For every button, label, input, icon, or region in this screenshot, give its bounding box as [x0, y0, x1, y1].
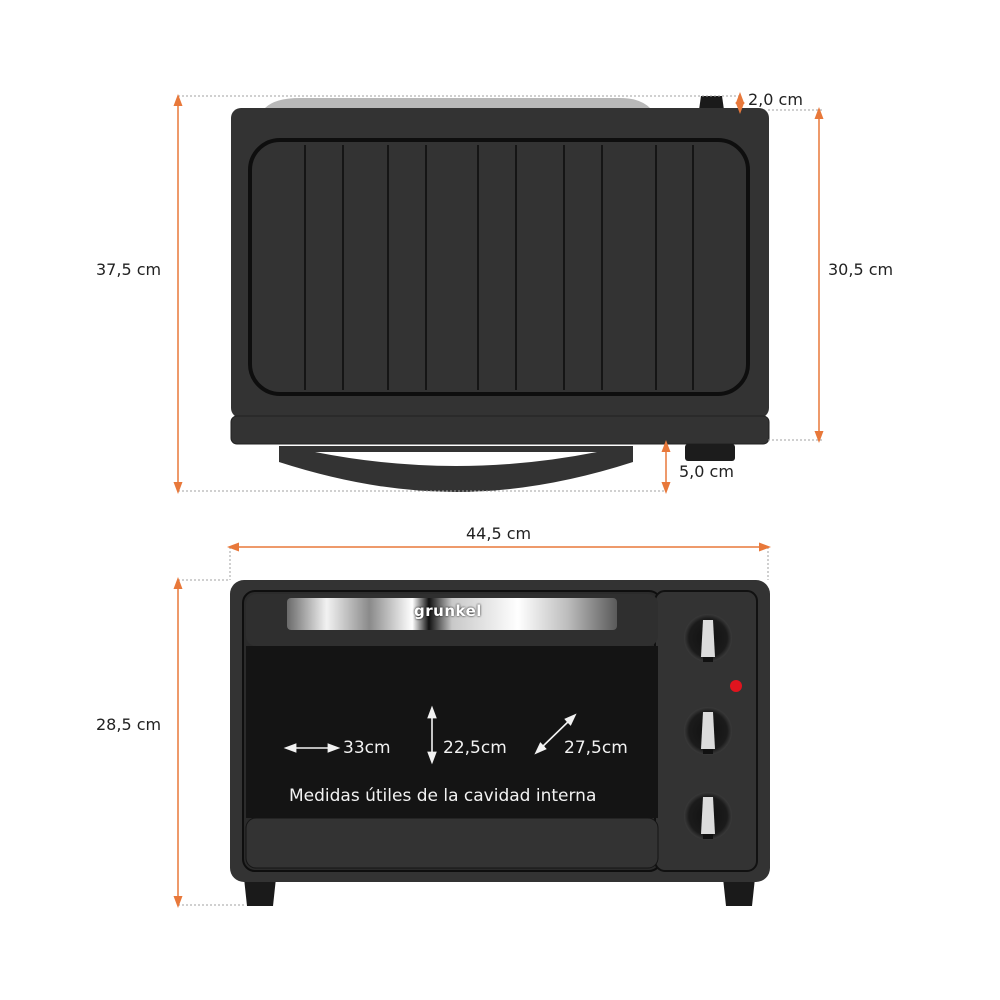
- brand-logo: grunkel: [414, 602, 482, 620]
- label-front-width: 44,5 cm: [466, 524, 532, 543]
- indicator-light: [730, 680, 742, 692]
- door-handle: [287, 598, 617, 630]
- label-handle-depth: 5,0 cm: [679, 462, 734, 481]
- cavity-caption: Medidas útiles de la cavidad interna: [289, 786, 597, 806]
- label-cavity-depth: 27,5cm: [564, 738, 628, 758]
- knob-2[interactable]: [684, 707, 732, 755]
- top-panel: [248, 138, 750, 396]
- top-knob: [699, 96, 724, 110]
- door-window: [246, 646, 658, 818]
- label-cavity-width: 33cm: [343, 738, 391, 758]
- label-cavity-height: 22,5cm: [443, 738, 507, 758]
- foot-right: [723, 878, 755, 906]
- label-front-height: 28,5 cm: [96, 715, 162, 734]
- label-total-height: 37,5 cm: [96, 260, 162, 279]
- front-view-guides: [178, 547, 769, 906]
- cavity-depth-arrow: [534, 713, 577, 755]
- label-knob-height: 2,0 cm: [748, 90, 803, 109]
- knob-3[interactable]: [684, 792, 732, 840]
- front-view-oven: [230, 580, 770, 906]
- foot-left: [244, 878, 276, 906]
- top-front-knob: [685, 444, 735, 461]
- label-body-height: 30,5 cm: [828, 260, 894, 279]
- top-view-oven: [230, 96, 770, 492]
- top-view-guides: [178, 95, 822, 492]
- knob-1[interactable]: [684, 614, 732, 662]
